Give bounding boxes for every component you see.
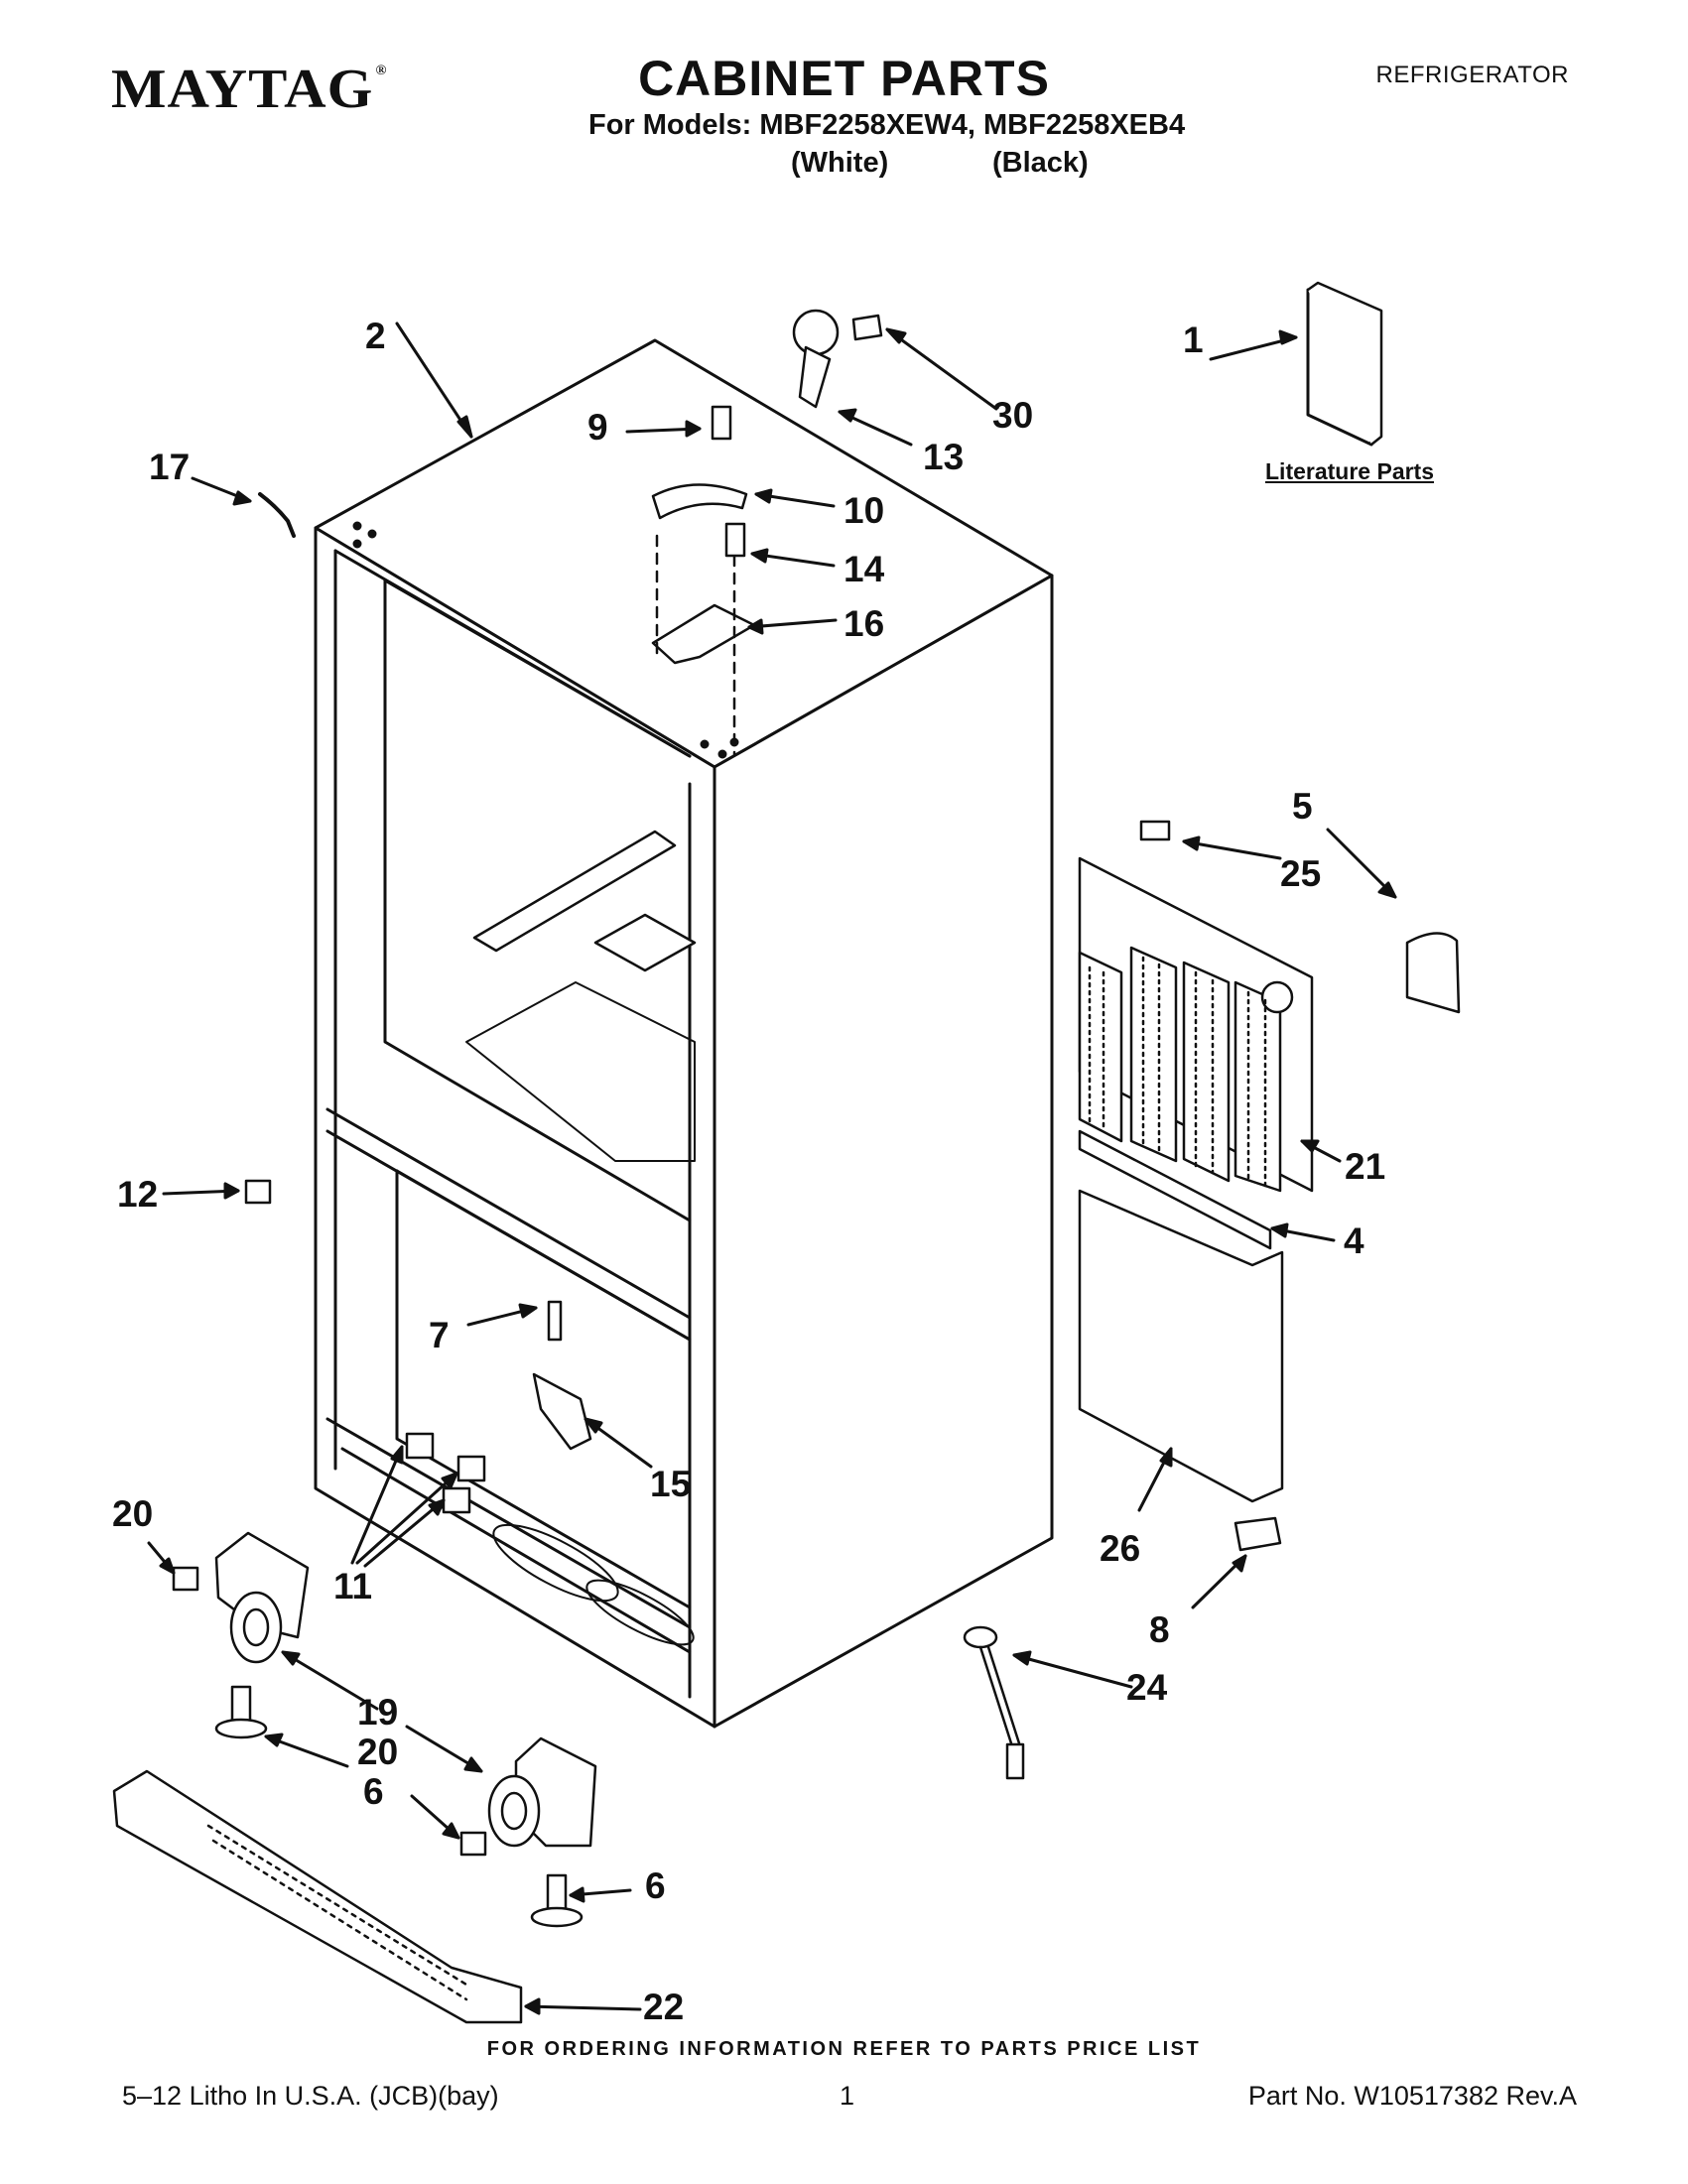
callout-26: 26 [1100,1528,1141,1569]
callout-10: 10 [844,490,885,531]
callout-19: 19 [357,1692,399,1733]
registered-mark: ® [375,64,388,78]
rollers [214,1531,597,1928]
document-type: REFRIGERATOR [1375,62,1569,88]
callout-6a: 6 [363,1771,384,1812]
leader-arrows [147,321,1397,2015]
callout-13: 13 [923,437,965,477]
callout-20a: 20 [112,1493,154,1534]
callout-24: 24 [1126,1667,1168,1708]
callout-15: 15 [650,1464,692,1504]
literature-parts-label: Literature Parts [1265,458,1435,484]
models-line: For Models: MBF2258XEW4, MBF2258XEB4 [588,109,1186,141]
variant-black: (Black) [992,147,1089,179]
page-number: 1 [840,2081,855,2111]
toe-grille [112,1769,523,2024]
callout-11: 11 [333,1566,373,1606]
variant-white: (White) [791,147,889,179]
brand-text: MAYTAG [111,59,374,120]
part-number: Part No. W10517382 Rev.A [1247,2081,1577,2111]
brand-logo: MAYTAG® [111,58,388,121]
callout-2: 2 [365,316,386,356]
page-title: CABINET PARTS [638,51,1050,106]
callout-21: 21 [1345,1146,1386,1187]
callout-25: 25 [1280,853,1322,894]
callout-4: 4 [1344,1220,1364,1261]
front-panel [1078,1189,1284,1503]
callout-7: 7 [429,1315,450,1355]
callout-1: 1 [1183,320,1204,360]
hinge-assembly [258,309,883,756]
litho-info: 5–12 Litho In U.S.A. (JCB)(bay) [122,2081,499,2111]
ordering-note: FOR ORDERING INFORMATION REFER TO PARTS … [486,2038,1202,2060]
callout-17: 17 [149,447,191,487]
callout-12: 12 [117,1174,159,1215]
gasket-strip [1078,1129,1272,1250]
callout-9: 9 [587,407,608,448]
callout-16: 16 [844,603,885,644]
callout-8: 8 [1149,1609,1170,1650]
callout-5: 5 [1292,786,1313,827]
access-cover [1078,856,1314,1193]
cabinet-drawing [314,338,1054,1729]
hardware [172,820,1282,1857]
callout-14: 14 [844,549,885,589]
hinge-cap [1405,932,1461,1014]
callout-20b: 20 [357,1732,399,1772]
wire-harness [963,1625,1025,1780]
callout-6b: 6 [645,1865,666,1906]
callout-30: 30 [992,395,1034,436]
callout-22: 22 [643,1987,685,2027]
